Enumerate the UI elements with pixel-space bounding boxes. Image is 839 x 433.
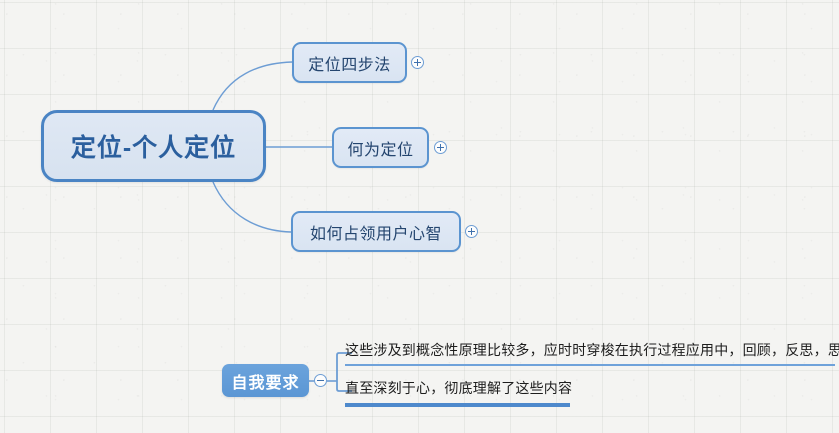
expand-icon-child-1[interactable] <box>411 56 424 69</box>
connector-fork-vertical <box>336 352 345 392</box>
child-node-label: 定位四步法 <box>308 56 391 74</box>
plus-vertical-bar <box>440 144 441 151</box>
root-node[interactable]: 定位-个人定位 <box>41 110 266 182</box>
child-node-hewei-dingwei[interactable]: 何为定位 <box>332 127 429 168</box>
minus-horizontal-bar <box>317 380 324 381</box>
plus-vertical-bar <box>471 228 472 235</box>
leaf-text-row[interactable]: 这些涉及到概念性原理比较多，应时时穿梭在执行过程应用中，回顾，反思，思考 <box>345 340 839 366</box>
plus-vertical-bar <box>417 59 418 66</box>
connector-root-to-child-1 <box>212 61 293 111</box>
expand-icon-child-2[interactable] <box>434 141 447 154</box>
connector-root-to-child-3 <box>212 181 292 233</box>
child-node-label: 如何占领用户心智 <box>309 225 442 243</box>
child-node-dingwei-sibufa[interactable]: 定位四步法 <box>292 42 407 83</box>
expand-icon-child-3[interactable] <box>465 225 478 238</box>
branch-node-label: 自我要求 <box>231 374 300 392</box>
child-node-zhanling-xinzhi[interactable]: 如何占领用户心智 <box>291 211 461 252</box>
branch-node-ziwo-yaoqiu[interactable]: 自我要求 <box>222 364 309 397</box>
leaf-text-row[interactable]: 直至深刻于心，彻底理解了这些内容 <box>345 378 572 407</box>
collapse-icon-branch[interactable] <box>314 374 327 387</box>
root-node-label: 定位-个人定位 <box>70 134 237 162</box>
child-node-label: 何为定位 <box>347 141 414 159</box>
